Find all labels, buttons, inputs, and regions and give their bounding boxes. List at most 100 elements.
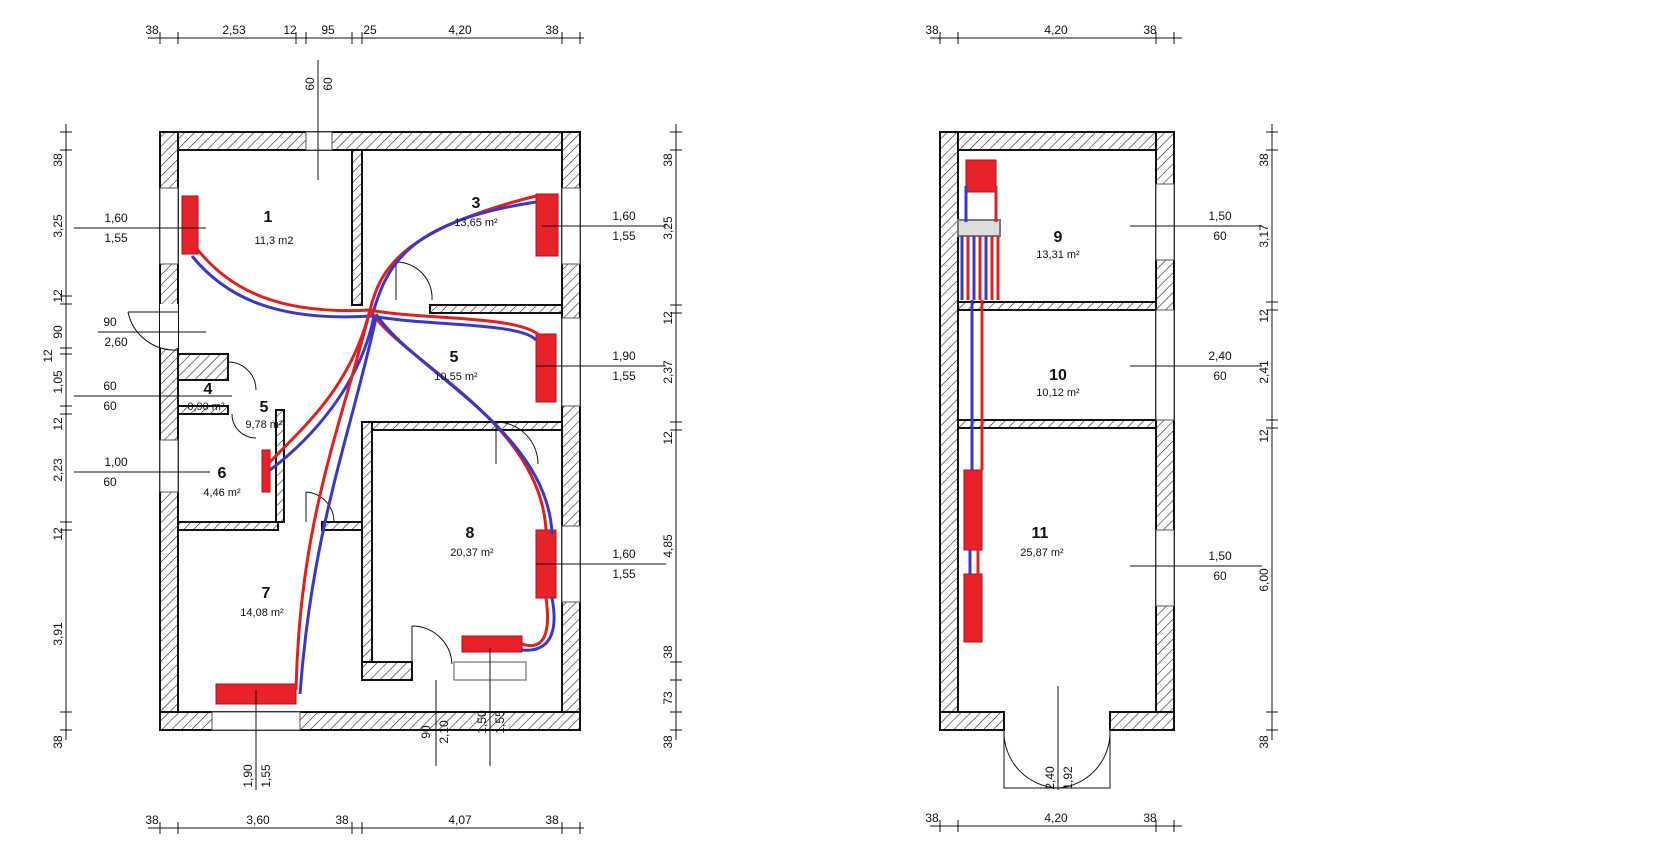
dimension-label: 1,05 [51, 370, 65, 394]
room-6-area: 4,46 m² [203, 487, 241, 499]
dimension-label: 25 [363, 23, 377, 37]
room-7-number: 7 [262, 585, 271, 602]
dimension-label: 12 [1257, 429, 1271, 443]
dimension-label: 1,55 [612, 369, 636, 383]
room-11-number: 11 [1032, 525, 1049, 542]
left-room-labels: 1 11,3 m2 3 13,65 m² 4 0,90 m² 5 9,78 m²… [187, 195, 498, 619]
dimension-label: 1,92 [1061, 766, 1075, 790]
right-doors [1003, 729, 1111, 789]
radiator-room-8-bottom [461, 635, 523, 653]
room-10-area: 10,12 m² [1036, 387, 1080, 399]
room-3-area: 13,65 m² [454, 217, 498, 229]
left-floor-plan: 1 11,3 m2 3 13,65 m² 4 0,90 m² 5 9,78 m²… [41, 23, 682, 834]
dimension-label: 4,07 [448, 813, 472, 827]
right-windows [1155, 183, 1175, 607]
room-5a-area: 9,78 m² [245, 419, 283, 431]
radiator-room-5-small [261, 449, 271, 493]
dimension-label: 1,50 [475, 710, 489, 734]
left-element-labels: 1,60 1,55 90 2,60 60 60 1,00 60 1,60 1,5… [74, 209, 666, 790]
left-doors [127, 261, 539, 680]
dimension-label: 1,90 [612, 349, 636, 363]
dimension-label: 12 [661, 431, 675, 445]
dimension-label: 2,37 [661, 360, 675, 384]
dimension-label: 2,53 [222, 23, 246, 37]
right-side-dimensions: 38 3,17 12 2,41 12 6,00 38 [1257, 124, 1278, 749]
left-vent-dimensions: 60 60 [303, 60, 335, 180]
radiator-room-3 [535, 193, 559, 257]
dimension-label: 3,17 [1257, 224, 1271, 248]
dimension-label: 38 [51, 735, 65, 749]
right-bottom-dimensions: 38 4,20 38 [925, 811, 1182, 832]
dimension-label: 12 [51, 417, 65, 431]
dimension-label: 90 [51, 325, 65, 339]
dimension-label: 1,60 [612, 547, 636, 561]
dimension-label: 1,55 [259, 764, 273, 788]
right-top-dimensions: 38 4,20 38 [925, 23, 1182, 44]
dimension-label: 38 [661, 153, 675, 167]
left-side-dimensions: 38 3,25 12 90 12 1,05 12 2,23 12 3,91 38 [41, 124, 72, 749]
dimension-label: 38 [51, 153, 65, 167]
dimension-label: 38 [925, 811, 939, 825]
dimension-label: 38 [1257, 153, 1271, 167]
room-8-area: 20,37 m² [450, 547, 494, 559]
dimension-label: 3,25 [51, 214, 65, 238]
dimension-label: 2,10 [437, 720, 451, 744]
right-element-labels: 1,50 60 2,40 60 1,50 60 2,40 1,92 [1043, 209, 1262, 790]
dimension-label: 60 [1213, 229, 1227, 243]
left-plan-right-dimensions: 38 3,25 12 2,37 12 4,85 38 73 38 [661, 124, 682, 749]
dimension-label: 1,55 [612, 229, 636, 243]
dimension-label: 38 [1143, 811, 1157, 825]
dimension-label: 38 [925, 23, 939, 37]
dimension-label: 2,60 [104, 335, 128, 349]
dimension-label: 12 [51, 289, 65, 303]
radiator-room-11-top [963, 469, 983, 551]
room-5b-area: 10,55 m² [434, 371, 478, 383]
dimension-label: 38 [545, 23, 559, 37]
dimension-label: 38 [661, 645, 675, 659]
dimension-label: 3,91 [51, 622, 65, 646]
right-floor-plan: 9 13,31 m² 10 10,12 m² 11 25,87 m² 38 4,… [925, 23, 1278, 832]
right-room-labels: 9 13,31 m² 10 10,12 m² 11 25,87 m² [1020, 229, 1080, 559]
radiator-room-5 [535, 333, 557, 403]
dimension-label: 60 [303, 77, 317, 91]
dimension-label: 4,20 [1044, 23, 1068, 37]
room-1-area: 11,3 m2 [255, 235, 294, 247]
dimension-label: 4,85 [661, 534, 675, 558]
room-7-area: 14,08 m² [240, 607, 284, 619]
dimension-label: 6,00 [1257, 568, 1271, 592]
radiator-room-11-bottom [963, 573, 983, 643]
dimension-label: 1,55 [493, 710, 507, 734]
dimension-label: 2,23 [51, 458, 65, 482]
dimension-label: 73 [661, 691, 675, 705]
dimension-label: 60 [1213, 569, 1227, 583]
dimension-label: 90 [103, 315, 117, 329]
right-pipes [960, 186, 1000, 574]
dimension-label: 12 [283, 23, 297, 37]
dimension-label: 1,50 [1208, 209, 1232, 223]
dimension-label: 3,25 [661, 216, 675, 240]
dimension-label: 38 [661, 735, 675, 749]
dimension-label: 12 [51, 527, 65, 541]
room-9-area: 13,31 m² [1036, 249, 1080, 261]
dimension-label: 4,20 [1044, 811, 1068, 825]
dimension-label: 38 [545, 813, 559, 827]
room-5a-number: 5 [260, 399, 269, 416]
dimension-label: 1,55 [104, 231, 128, 245]
dimension-label: 60 [321, 77, 335, 91]
dimension-label: 38 [1257, 735, 1271, 749]
left-top-dimensions: 38 2,53 12 95 25 4,20 38 [145, 23, 584, 44]
right-radiators [957, 159, 1001, 643]
room-10-number: 10 [1049, 367, 1067, 384]
room-11-area: 25,87 m² [1020, 547, 1064, 559]
dimension-label: 1,60 [612, 209, 636, 223]
dimension-label: 38 [335, 813, 349, 827]
dimension-label: 12 [661, 311, 675, 325]
manifold [957, 219, 1001, 237]
dimension-label: 1,00 [104, 455, 128, 469]
room-4-number: 4 [204, 381, 213, 398]
dimension-label: 1,55 [612, 567, 636, 581]
dimension-label: 4,20 [448, 23, 472, 37]
room-9-number: 9 [1054, 229, 1063, 246]
dimension-label: 12 [41, 349, 55, 363]
dimension-label: 38 [145, 813, 159, 827]
